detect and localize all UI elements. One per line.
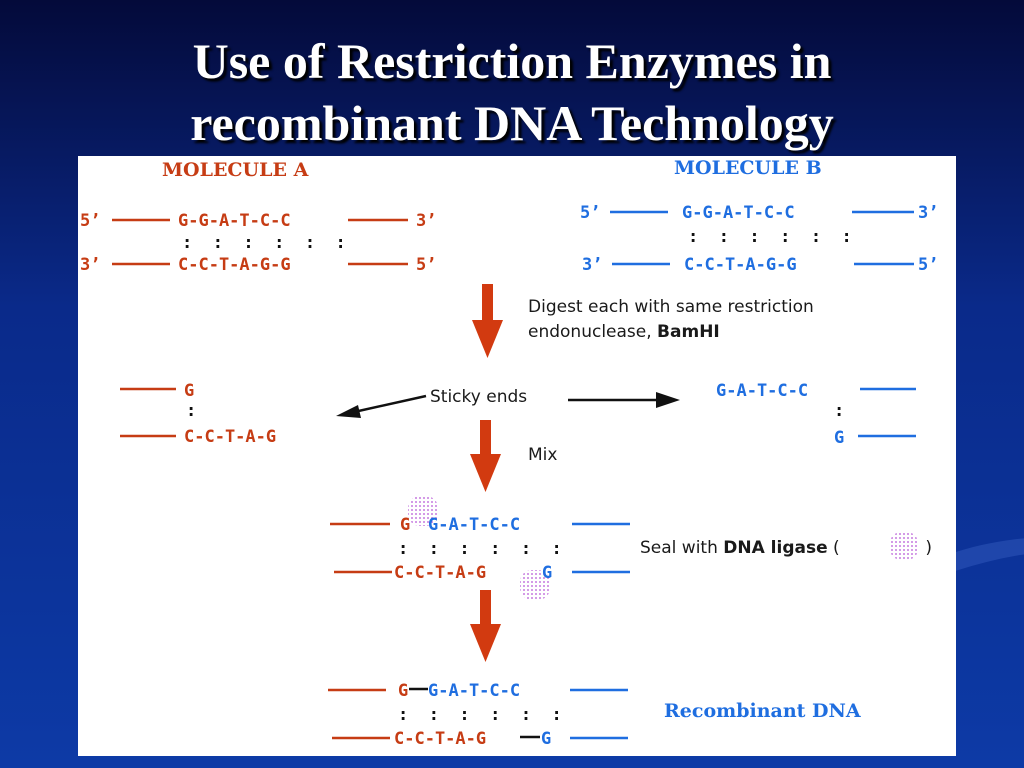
recombinant-top-blue: G-A-T-C-C (428, 681, 520, 701)
molecule-a-bottom-5-prime: 5’ (416, 255, 436, 275)
molecule-a-top-3-prime: 3’ (416, 211, 436, 231)
mix-label: Mix (528, 445, 557, 465)
restriction-diagram: MOLECULE A 5’ G-G-A-T-C-C 3’ : : : : : :… (80, 157, 938, 749)
molecule-b-top-5-prime: 5’ (580, 203, 600, 223)
molecule-b-bottom-5-prime: 5’ (918, 255, 938, 275)
sticky-left-arrow (336, 394, 427, 418)
sticky-b-pair: : (834, 401, 844, 421)
molecule-a-bottom-sequence: C-C-T-A-G-G (178, 255, 291, 275)
digest-text-line-1: Digest each with same restriction (528, 297, 814, 317)
seal-text-close: ) (920, 538, 932, 558)
sticky-a-top-base: G (184, 381, 194, 401)
ligase-legend-icon (890, 532, 918, 560)
molecule-b-label: MOLECULE B (674, 157, 822, 179)
mixed-base-pairs: : : : : : : (398, 539, 562, 559)
recombinant-bottom-red: C-C-T-A-G (394, 729, 486, 749)
sticky-b-top-sequence: G-A-T-C-C (716, 381, 808, 401)
molecule-b-top-3-prime: 3’ (918, 203, 938, 223)
mix-arrow (470, 420, 501, 492)
sticky-a-pair: : (186, 401, 196, 421)
slide-title: Use of Restriction Enzymes in recombinan… (0, 30, 1024, 154)
molecule-a-bottom-3-prime: 3’ (80, 255, 100, 275)
mixed-top-red: G (400, 515, 410, 535)
ligase-blob-top (408, 496, 438, 526)
molecule-b-base-pairs: : : : : : : (688, 227, 852, 247)
digest-text-line-2: endonuclease, BamHI (528, 322, 720, 342)
molecule-a-top-sequence: G-G-A-T-C-C (178, 211, 291, 231)
molecule-b-bottom-sequence: C-C-T-A-G-G (684, 255, 797, 275)
molecule-a-base-pairs: : : : : : : (182, 233, 346, 253)
molecule-b-bottom-3-prime: 3’ (582, 255, 602, 275)
seal-arrow (470, 590, 501, 662)
diagram-panel: MOLECULE A 5’ G-G-A-T-C-C 3’ : : : : : :… (78, 156, 956, 756)
mixed-bottom-blue: G (542, 563, 552, 583)
digest-arrow (472, 284, 503, 358)
recombinant-top-red: G (398, 681, 408, 701)
sticky-a-bottom-sequence: C-C-T-A-G (184, 427, 276, 447)
recombinant-dna-label: Recombinant DNA (664, 700, 861, 722)
sticky-right-arrow (568, 392, 680, 408)
sticky-b-bottom-base: G (834, 428, 844, 448)
recombinant-base-pairs: : : : : : : (398, 705, 562, 725)
molecule-b-top-sequence: G-G-A-T-C-C (682, 203, 795, 223)
recombinant-bottom-blue: G (541, 729, 551, 749)
molecule-a-top-5-prime: 5’ (80, 211, 100, 231)
sticky-ends-label: Sticky ends (430, 387, 527, 407)
title-line-1: Use of Restriction Enzymes in (192, 33, 832, 89)
seal-text: Seal with DNA ligase ( (640, 538, 840, 558)
title-line-2: recombinant DNA Technology (190, 95, 834, 151)
molecule-a-label: MOLECULE A (162, 159, 309, 181)
mixed-top-blue: G-A-T-C-C (428, 515, 520, 535)
ligase-blob-bottom (520, 570, 550, 600)
mixed-bottom-red: C-C-T-A-G (394, 563, 486, 583)
